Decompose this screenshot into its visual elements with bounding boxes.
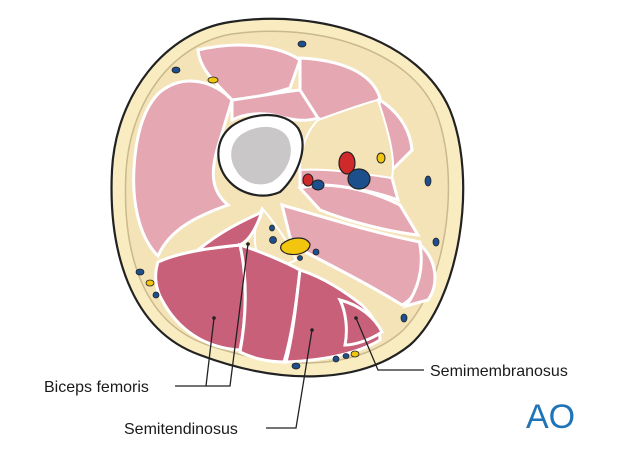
leader-semitendinosus [266,329,313,429]
deep-vessel [269,224,275,232]
ao-logo: AO [526,398,575,436]
femoral-neurovascular-bundle [302,151,386,191]
label-semimembranosus: Semimembranosus [430,363,568,380]
biceps-femoris-short [193,209,265,252]
leader-semimembranosus [355,317,424,371]
leader-dots [212,242,358,332]
superficial-vein [152,291,160,299]
saphenous-nerve [376,152,386,164]
superficial-vessels [135,40,440,370]
deep-femoral-artery [302,173,314,187]
deep-femoral-vein [311,179,325,191]
hamstring-muscles [154,209,384,364]
superficial-vein [332,355,340,363]
leader-biceps-femoris-2 [206,243,249,387]
vastus-intermedius [230,88,321,123]
superficial-vein [135,268,145,276]
superficial-vein [342,353,350,359]
leader-lines [175,243,424,429]
superficial-nerve [207,76,219,84]
superficial-nerve [350,350,360,358]
superficial-vein [297,40,307,48]
femoral-artery-large [338,151,356,175]
label-semitendinosus: Semitendinosus [124,421,238,438]
semitendinosus-muscle [237,242,302,364]
superficial-vein [171,66,181,74]
semimembranosus-medial [337,297,384,347]
superficial-vein [424,175,432,187]
femur [217,114,304,197]
femur-marrow [231,126,291,185]
posterior-vessel-3 [297,255,303,261]
label-biceps-femoris: Biceps femoris [44,379,149,396]
femoral-vein-large [347,168,371,190]
sciatic-neurovascular-bundle [269,236,320,261]
posterior-vessel-1 [269,236,277,244]
superficial-vein [291,362,301,370]
superficial-vein [400,313,408,323]
superficial-nerve [145,279,155,287]
sciatic-nerve [280,237,311,256]
posterior-vessel-2 [312,248,320,256]
superficial-vein [432,237,440,247]
gracilis [402,241,437,309]
